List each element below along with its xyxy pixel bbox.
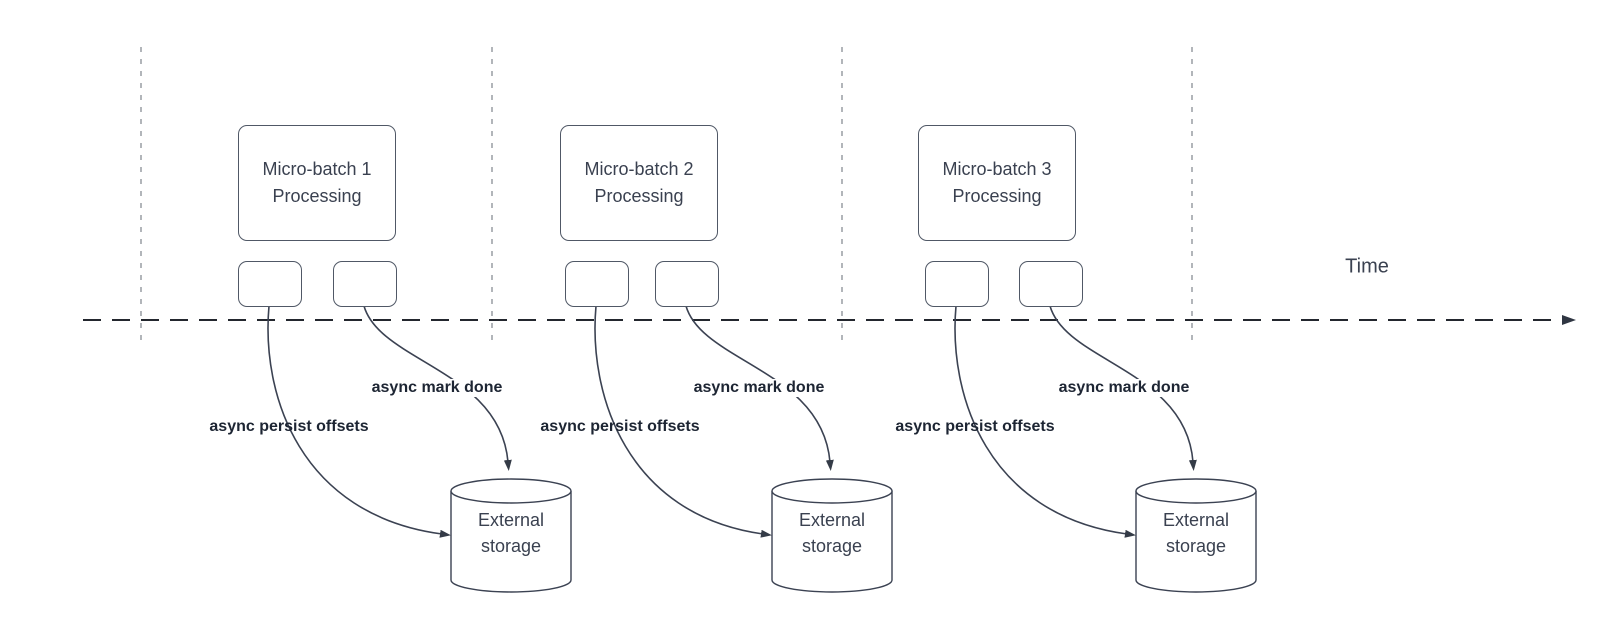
task-box-persist-2 xyxy=(565,261,629,307)
task-box-done-1 xyxy=(333,261,397,307)
storage-label-2: External storage xyxy=(798,510,866,556)
external-storage-cylinder-1 xyxy=(450,478,572,593)
persist-offsets-label-3: async persist offsets xyxy=(895,418,1055,435)
external-storage-cylinder-3 xyxy=(1135,478,1257,593)
mark-done-label-1: async mark done xyxy=(368,379,506,397)
task-box-done-2 xyxy=(655,261,719,307)
external-storage-cylinder-2 xyxy=(771,478,893,593)
mark-done-curve-2 xyxy=(685,305,834,471)
storage-label-3: External storage xyxy=(1162,510,1230,556)
mark-done-curve-3 xyxy=(1049,305,1197,471)
micro-batch-2-subtitle: Processing xyxy=(594,186,684,206)
micro-batch-1-subtitle: Processing xyxy=(272,186,362,206)
mark-done-label-2: async mark done xyxy=(690,379,828,397)
time-label: Time xyxy=(1345,255,1389,278)
task-box-done-3 xyxy=(1019,261,1083,307)
mark-done-label-3: async mark done xyxy=(1055,379,1193,397)
storage-label-1: External storage xyxy=(477,510,545,556)
micro-batch-2-title: Micro-batch 2 xyxy=(584,159,694,179)
mark-done-curve-1 xyxy=(363,305,512,471)
persist-offsets-label-1: async persist offsets xyxy=(209,418,369,435)
micro-batch-3-title: Micro-batch 3 xyxy=(942,159,1052,179)
persist-offsets-curve-3 xyxy=(954,305,1136,538)
task-box-persist-3 xyxy=(925,261,989,307)
task-box-persist-1 xyxy=(238,261,302,307)
micro-batch-3-subtitle: Processing xyxy=(952,186,1042,206)
persist-offsets-curve-2 xyxy=(594,305,772,538)
micro-batch-1-box: Micro-batch 1 Processing xyxy=(238,125,396,241)
micro-batch-1-title: Micro-batch 1 xyxy=(262,159,372,179)
micro-batch-3-box: Micro-batch 3 Processing xyxy=(918,125,1076,241)
persist-offsets-label-2: async persist offsets xyxy=(540,418,700,435)
micro-batch-2-box: Micro-batch 2 Processing xyxy=(560,125,718,241)
persist-offsets-curve-1 xyxy=(267,305,451,538)
